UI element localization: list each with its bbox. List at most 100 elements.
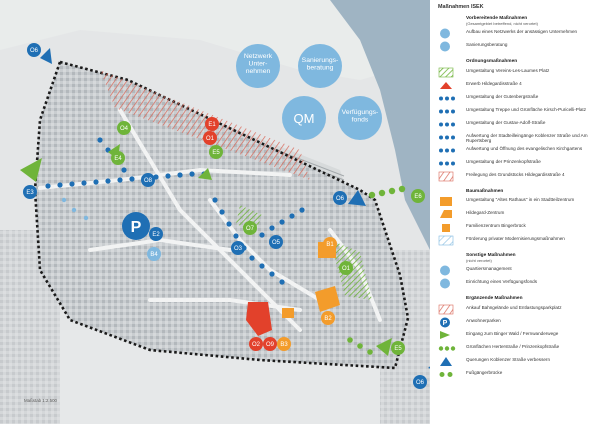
label-e3-text: E3: [26, 190, 34, 196]
label-b2-text: B2: [324, 316, 332, 322]
legend-section-s-head: Sonstige Maßnahmen: [466, 253, 516, 259]
label-o8: O8: [141, 173, 155, 187]
legend-item-label: Umgestaltung der Gustav-Adolf-Straße: [466, 119, 546, 125]
legend-section-v-head: Vorbereitende Maßnahmen: [466, 16, 528, 22]
label-b2: B2: [321, 311, 335, 325]
legend-item-label: Querungen Koblenzer Straße verbessern: [466, 356, 551, 362]
crossing-triangle-south: [428, 366, 430, 369]
label-o6-e: O6: [333, 191, 347, 205]
river: [330, 0, 430, 250]
legend-item: Umgestaltung "Altes Rathaus" in ein Stad…: [432, 196, 598, 207]
legend: Maßnahmen ISEK Vorbereitende Maßnahmen (…: [432, 4, 598, 420]
legend-item: Förderung privater Modernisierungsmaßnah…: [432, 235, 598, 246]
label-e6: E6: [411, 189, 425, 203]
rail-land-purchase-area: [100, 70, 310, 180]
blue-hatch-symbol: [438, 235, 460, 246]
green-arrow-west: [20, 158, 42, 182]
red-hatch-symbol: [438, 171, 460, 182]
legend-item-label: Familienzentrum Bingerbrück: [466, 223, 526, 229]
label-o1-top: O1: [203, 131, 217, 145]
big-circle-s1: QM: [282, 96, 326, 140]
legend-item-label: Freilegung des Grundstücks Hildegardisst…: [466, 171, 565, 177]
legend-item: Ankauf Bahngelände und Entlastungsparkpl…: [432, 304, 598, 315]
legend-item: Aufwertung und Öffnung des evangelischen…: [432, 145, 598, 156]
label-e5-s: E5: [391, 341, 405, 355]
red-hatch-symbol: [438, 304, 460, 315]
orange-building-symbol: [438, 196, 460, 207]
label-b3: B3: [277, 337, 291, 351]
legend-item: Querungen Koblenzer Straße verbessern: [432, 356, 598, 367]
label-e4-text: E4: [114, 156, 122, 162]
legend-item-label: Grünflächen Herterstraße / Prinzenkopfst…: [466, 343, 560, 349]
legend-item: Erwerb Hildegardisstraße 4: [432, 80, 598, 91]
big-circle-v2-text: Sanierungs-beratung: [302, 57, 339, 72]
green-arrow-icon: [438, 330, 460, 341]
label-o4-text: O4: [120, 126, 129, 132]
big-circle-v2: Sanierungs-beratung: [298, 44, 342, 88]
blue-dots-symbol: [438, 93, 460, 104]
legend-item: Aufwertung der Stadteilleingänge Koblenz…: [432, 132, 598, 143]
label-o1-text: O1: [342, 266, 351, 272]
green-dots-symbol: [438, 369, 460, 380]
crossing-triangle-north: [40, 48, 52, 64]
label-o9-text: O9: [266, 342, 275, 348]
big-circle-s2: Verfügungs-fonds: [338, 96, 382, 140]
legend-item: Freilegung des Grundstücks Hildegardisst…: [432, 171, 598, 182]
label-b4-text: B4: [150, 252, 158, 258]
legend-section-s-sub: (nicht verortet): [466, 257, 492, 263]
parking-letter: P: [131, 219, 142, 236]
label-o6-nw-text: O6: [30, 48, 39, 54]
label-o5: O5: [269, 235, 283, 249]
legend-item: Umgestaltung der Gutenbergstraße: [432, 93, 598, 104]
label-o3: O3: [231, 241, 245, 255]
label-o6-e-text: O6: [336, 196, 345, 202]
legend-section-o-head: Ordnungsmaßnahmen: [466, 59, 518, 65]
green-arrow-southeast: [376, 338, 392, 356]
orange-building-symbol: [438, 209, 460, 220]
legend-item: Sanierungsberatung: [432, 41, 598, 52]
legend-item: Umgestaltung der Prinzenkopfstraße: [432, 158, 598, 169]
label-o8-text: O8: [144, 178, 153, 184]
label-b1: B1: [323, 237, 337, 251]
legend-item-label: Aufwertung und Öffnung des evangelischen…: [466, 145, 583, 151]
label-e5-n: E5: [209, 145, 223, 159]
legend-item-label: Hildegard-Zentrum: [466, 210, 505, 216]
light-blue-dots: [61, 197, 89, 221]
label-o6-s-text: O6: [416, 380, 425, 386]
legend-item-label: Umgestaltung "Altes Rathaus" in ein Stad…: [466, 197, 575, 203]
label-o6-s: O6: [413, 375, 427, 389]
blue-triangle-icon: [438, 356, 460, 367]
measure-labels: O6 O4 E1 O1 E4 E5 E3 O8 E2 B4 O7 O3 O5 B…: [23, 43, 427, 389]
label-o9: O9: [263, 337, 277, 351]
label-e6-text: E6: [414, 194, 422, 200]
legend-item: Familienzentrum Bingerbrück: [432, 222, 598, 233]
blue-dots-symbol: [438, 106, 460, 117]
legend-item-label: Anwohnerparken: [466, 317, 501, 323]
legend-item-label: Umgestaltung der Prinzenkopfstraße: [466, 158, 541, 164]
legend-item: P Anwohnerparken: [432, 317, 598, 328]
building-b2: [315, 286, 340, 312]
label-o2-text: O2: [252, 342, 261, 348]
building-hildegardis: [246, 302, 272, 336]
legend-item-label: Aufbau eines Netzwerks der ansässigen Un…: [466, 29, 578, 35]
label-b1-text: B1: [326, 242, 334, 248]
label-o1-top-text: O1: [206, 136, 215, 142]
big-circle-s2-text: Verfügungs-fonds: [342, 109, 379, 124]
label-o7: O7: [243, 221, 257, 235]
label-e4: E4: [111, 151, 125, 165]
label-b4: B4: [147, 247, 161, 261]
legend-section-v-sub: (Gesamtgebiet betreffend, nicht verortet…: [466, 20, 538, 26]
label-o7-text: O7: [246, 226, 255, 232]
blue-dots-symbol: [438, 145, 460, 156]
label-e1-text: E1: [208, 122, 216, 128]
label-e5-s-text: E5: [394, 346, 402, 352]
light-circle-symbol: [438, 265, 460, 276]
label-o1: O1: [339, 261, 353, 275]
label-e1: E1: [205, 117, 219, 131]
label-e2-text: E2: [152, 232, 160, 238]
legend-item-label: Umgestaltung Treppe und Grünfläche Kirsc…: [466, 106, 587, 112]
label-o2: O2: [249, 337, 263, 351]
